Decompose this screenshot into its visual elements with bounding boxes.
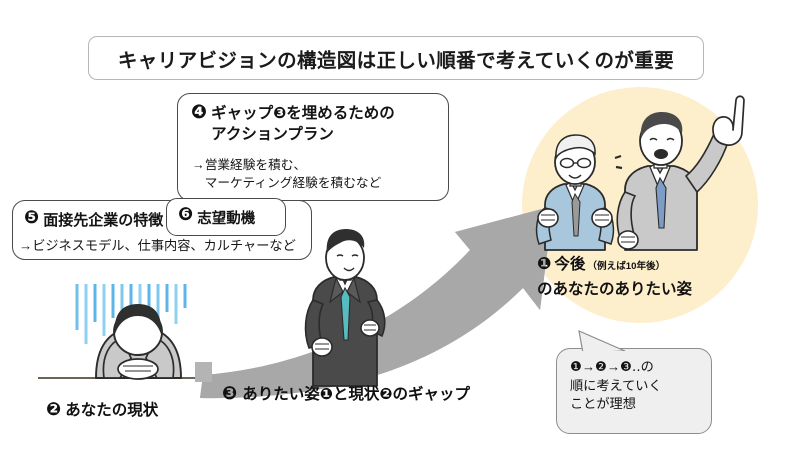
necktie <box>655 176 667 229</box>
dejected-man-illustration <box>38 284 212 382</box>
older-man-figure <box>535 134 623 251</box>
box5-heading: ❺ 面接先企業の特徴 <box>24 207 164 230</box>
label2-text: あなたの現状 <box>65 402 159 419</box>
box4-heading-text: ギャップ❸を埋めるための アクションプラン <box>211 105 395 143</box>
goal-label-1: ❶ 今後 （例えば10年後） のあなたのありたい姿 <box>537 252 767 299</box>
label3-number: ❸ <box>222 383 238 403</box>
box6-heading: ❻ 志望動機 <box>178 204 256 228</box>
callout-box-4-action-plan[interactable]: ❹ ギャップ❸を埋めるための アクションプラン →営業経験を積む、 マーケティン… <box>177 93 449 201</box>
goal-people-illustration <box>535 95 745 251</box>
label3-text: ありたい姿❶と現状❷のギャップ <box>242 386 470 403</box>
box4-number: ❹ <box>191 102 208 123</box>
label2-number: ❷ <box>46 399 62 419</box>
glasses-icon <box>559 157 592 169</box>
advice-speech-bubble: ❶→❷→❸‥の 順に考えていく ことが理想 <box>556 330 712 434</box>
box5-detail: →ビジネスモデル、仕事内容、カルチャーなど <box>19 238 296 253</box>
box5-heading-text: 面接先企業の特徴 <box>43 212 164 229</box>
younger-man-figure <box>616 95 745 251</box>
page-title: キャリアビジョンの構造図は正しい順番で考えていくのが重要 <box>88 36 704 80</box>
box4-heading: ❹ ギャップ❸を埋めるための アクションプラン <box>191 102 395 145</box>
box6-number: ❻ <box>178 204 194 224</box>
bubble-tail-icon <box>578 330 626 355</box>
pointing-hand-icon <box>712 95 745 146</box>
goal-number: ❶ <box>537 254 552 273</box>
goal-note: （例えば10年後） <box>587 261 666 272</box>
label-current-state: ❷ あなたの現状 <box>46 398 158 420</box>
callout-box-6-motivation[interactable]: ❻ 志望動機 <box>166 198 286 236</box>
box4-detail: →営業経験を積む、 マーケティング経験を積むなど <box>192 158 382 190</box>
standing-businessman-illustration <box>304 229 386 387</box>
goal-line-1: ❶ 今後 （例えば10年後） <box>537 252 767 274</box>
bubble-text: ❶→❷→❸‥の 順に考えていく ことが理想 <box>570 359 662 412</box>
box6-heading-text: 志望動機 <box>197 211 256 227</box>
label-gap: ❸ ありたい姿❶と現状❷のギャップ <box>222 382 470 404</box>
page-title-text: キャリアビジョンの構造図は正しい順番で考えていくのが重要 <box>117 49 675 72</box>
goal-line1-text: 今後 <box>554 256 586 273</box>
box5-number: ❺ <box>24 207 40 227</box>
necktie <box>340 286 351 341</box>
goal-line2-text: のあなたのありたい姿 <box>537 281 693 298</box>
